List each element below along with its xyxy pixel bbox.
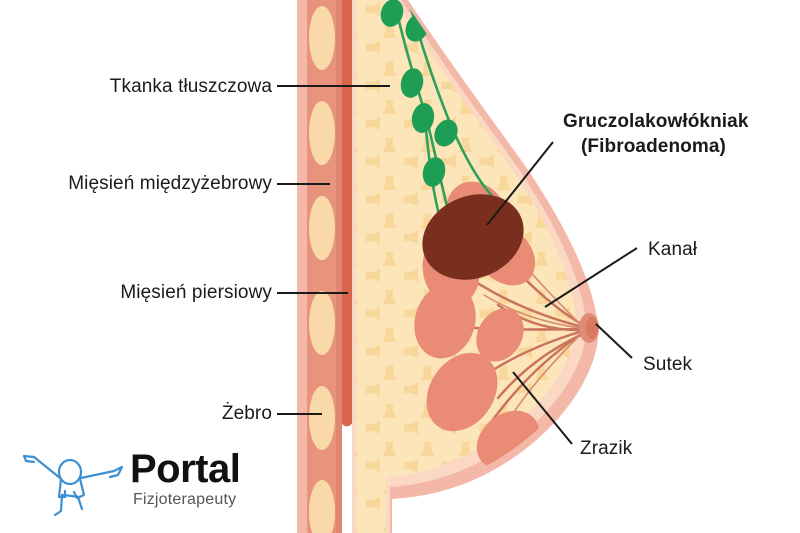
rib-column-edge <box>336 0 342 533</box>
label-duct: Kanał <box>648 239 698 260</box>
label-pectoral-muscle: Mięsień piersiowy <box>120 282 272 303</box>
rib-group <box>309 6 335 533</box>
label-intercostal-muscle: Mięsień międzyżebrowy <box>68 173 272 194</box>
logo-subtitle: Fizjoterapeuty <box>133 491 237 508</box>
standing-person-icon <box>22 454 124 517</box>
nipple-group <box>579 313 599 343</box>
label-rib: Żebro <box>221 403 272 424</box>
logo-wordmark: Portal <box>130 447 241 491</box>
label-fat-tissue: Tkanka tłuszczowa <box>109 76 272 97</box>
skin-outer-layer <box>297 0 307 533</box>
rib-column <box>307 0 340 533</box>
leader-lobule <box>512 371 573 445</box>
label-nipple: Sutek <box>643 354 693 375</box>
pectoral-muscle-band <box>342 0 355 427</box>
leader-lines <box>277 85 638 445</box>
fibroadenoma-mass <box>422 194 524 280</box>
label-fibroadenoma-line1: Gruczolakowłókniak <box>563 111 749 132</box>
leader-nipple <box>595 323 633 359</box>
leader-duct <box>544 247 638 308</box>
portal-fizjoterapeuty-logo[interactable]: Portal Fizjoterapeuty <box>18 445 241 520</box>
label-fibroadenoma-line2: (Fibroadenoma) <box>581 136 726 157</box>
leader-fibroadenoma <box>486 141 554 226</box>
lymphatic-chain <box>380 0 494 220</box>
lymph-node-group <box>380 0 458 187</box>
label-lobule: Zrazik <box>580 438 633 459</box>
